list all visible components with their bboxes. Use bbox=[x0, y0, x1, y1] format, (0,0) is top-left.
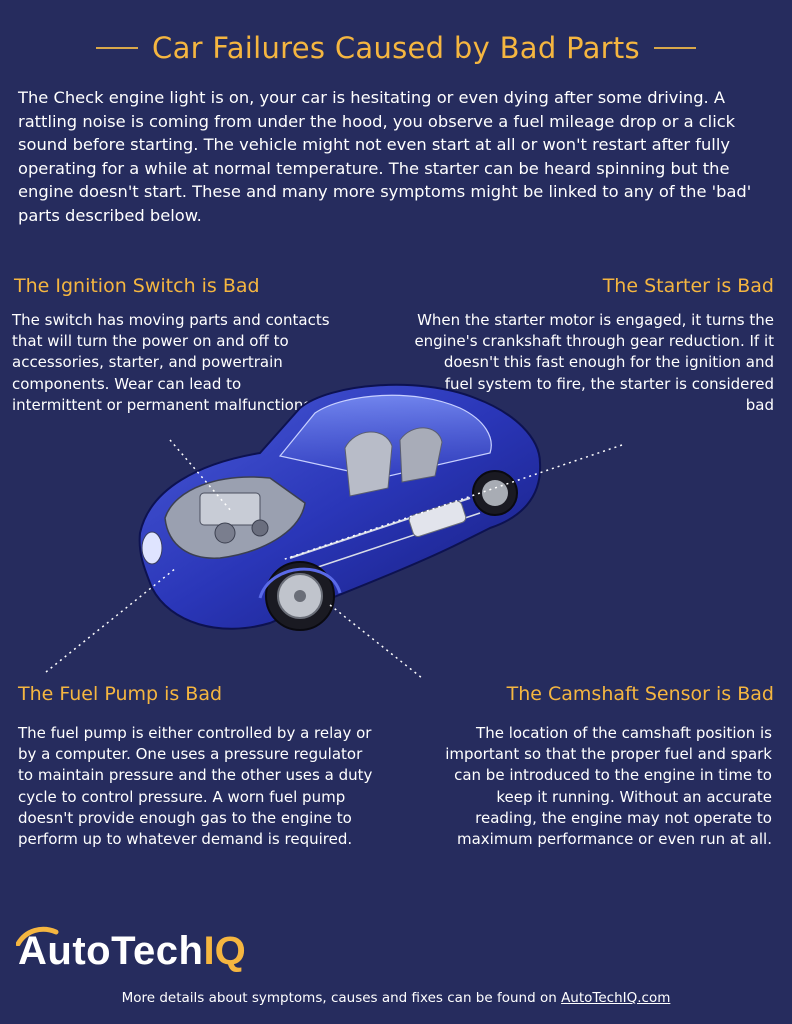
intro-paragraph: The Check engine light is on, your car i… bbox=[18, 88, 752, 225]
car-cutaway-illustration bbox=[138, 383, 542, 631]
logo-wordmark-accent: IQ bbox=[203, 928, 246, 973]
ignition-leader bbox=[169, 439, 233, 513]
title-row: Car Failures Caused by Bad Parts bbox=[0, 28, 792, 68]
starter-leader bbox=[281, 444, 623, 561]
footer-text: More details about symptoms, causes and … bbox=[121, 990, 562, 1006]
starter-heading: The Starter is Bad bbox=[602, 275, 774, 297]
camshaft-leader bbox=[329, 604, 423, 679]
ignition-body: The switch has moving parts and contacts… bbox=[12, 311, 330, 414]
fuel-pump-leader bbox=[45, 567, 177, 673]
page-title: Car Failures Caused by Bad Parts bbox=[152, 31, 640, 65]
footer-note: More details about symptoms, causes and … bbox=[0, 990, 792, 1006]
logo-wordmark-main: AutoTech bbox=[18, 928, 204, 973]
fuel-pump-heading: The Fuel Pump is Bad bbox=[18, 683, 223, 705]
logo-swoosh-icon bbox=[16, 926, 59, 946]
title-left-rule bbox=[96, 47, 139, 49]
camshaft-body: The location of the camshaft position is… bbox=[445, 724, 772, 849]
ignition-heading: The Ignition Switch is Bad bbox=[14, 275, 260, 297]
camshaft-heading: The Camshaft Sensor is Bad bbox=[506, 683, 774, 705]
title-right-rule bbox=[653, 47, 696, 49]
footer-link[interactable]: AutoTechIQ.com bbox=[561, 990, 671, 1006]
starter-body: When the starter motor is engaged, it tu… bbox=[414, 311, 774, 414]
fuel-pump-body: The fuel pump is either controlled by a … bbox=[18, 724, 373, 849]
